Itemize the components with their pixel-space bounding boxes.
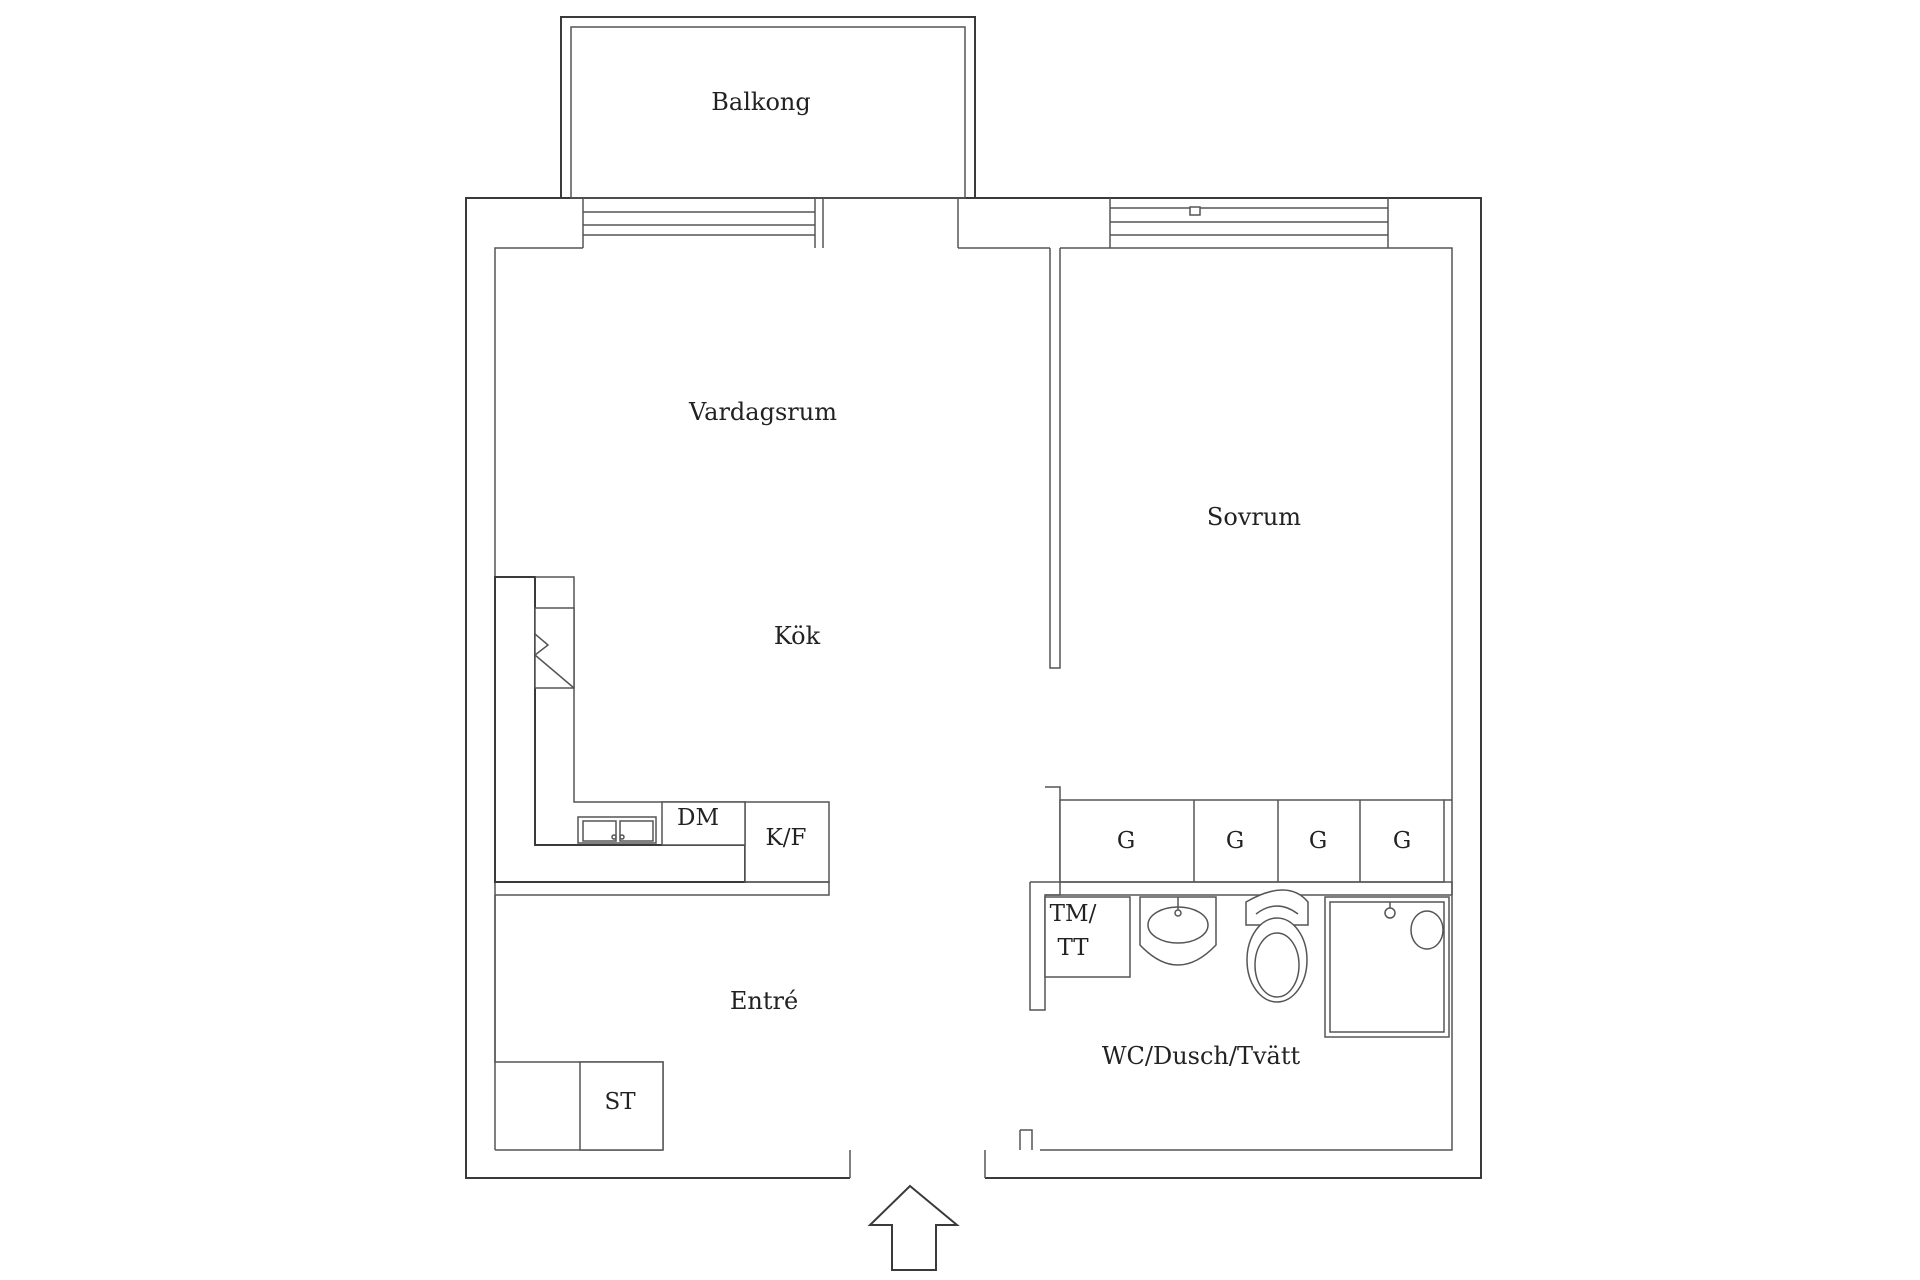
- balcony: [560, 16, 976, 199]
- kitchen-sink-icon: [577, 816, 657, 844]
- fixture-label-g4: G: [1393, 828, 1411, 854]
- room-label-balkong: Balkong: [711, 88, 810, 116]
- entrance-walls: [494, 895, 664, 1151]
- entrance-arrow-icon: [867, 1184, 960, 1271]
- kitchen-counter: [494, 576, 830, 896]
- wall-living-bedroom: [1049, 248, 1061, 669]
- room-label-wc: WC/Dusch/Tvätt: [1102, 1042, 1301, 1070]
- wardrobes: [1045, 786, 1453, 896]
- washer-dryer: [1044, 896, 1131, 978]
- washbasin-icon: [1139, 896, 1217, 966]
- room-label-entre: Entré: [730, 987, 798, 1015]
- fixture-label-g2: G: [1226, 828, 1244, 854]
- fixture-label-kf: K/F: [766, 825, 807, 851]
- window-living: [582, 198, 959, 248]
- room-label-sovrum: Sovrum: [1207, 503, 1301, 531]
- fixture-label-g3: G: [1309, 828, 1327, 854]
- fixture-label-dm: DM: [677, 805, 719, 831]
- fixture-label-g1: G: [1117, 828, 1135, 854]
- fixture-label-tm: TM/: [1050, 901, 1097, 927]
- fixture-label-tt: TT: [1057, 935, 1089, 961]
- room-label-kok: Kök: [774, 622, 821, 650]
- bathroom-walls: [1019, 881, 1452, 1150]
- room-label-vardagsrum: Vardagsrum: [688, 398, 837, 426]
- fixture-label-st: ST: [604, 1089, 636, 1115]
- shower-icon: [1324, 896, 1450, 1038]
- window-bedroom: [1109, 198, 1389, 248]
- toilet-icon: [1245, 889, 1309, 1003]
